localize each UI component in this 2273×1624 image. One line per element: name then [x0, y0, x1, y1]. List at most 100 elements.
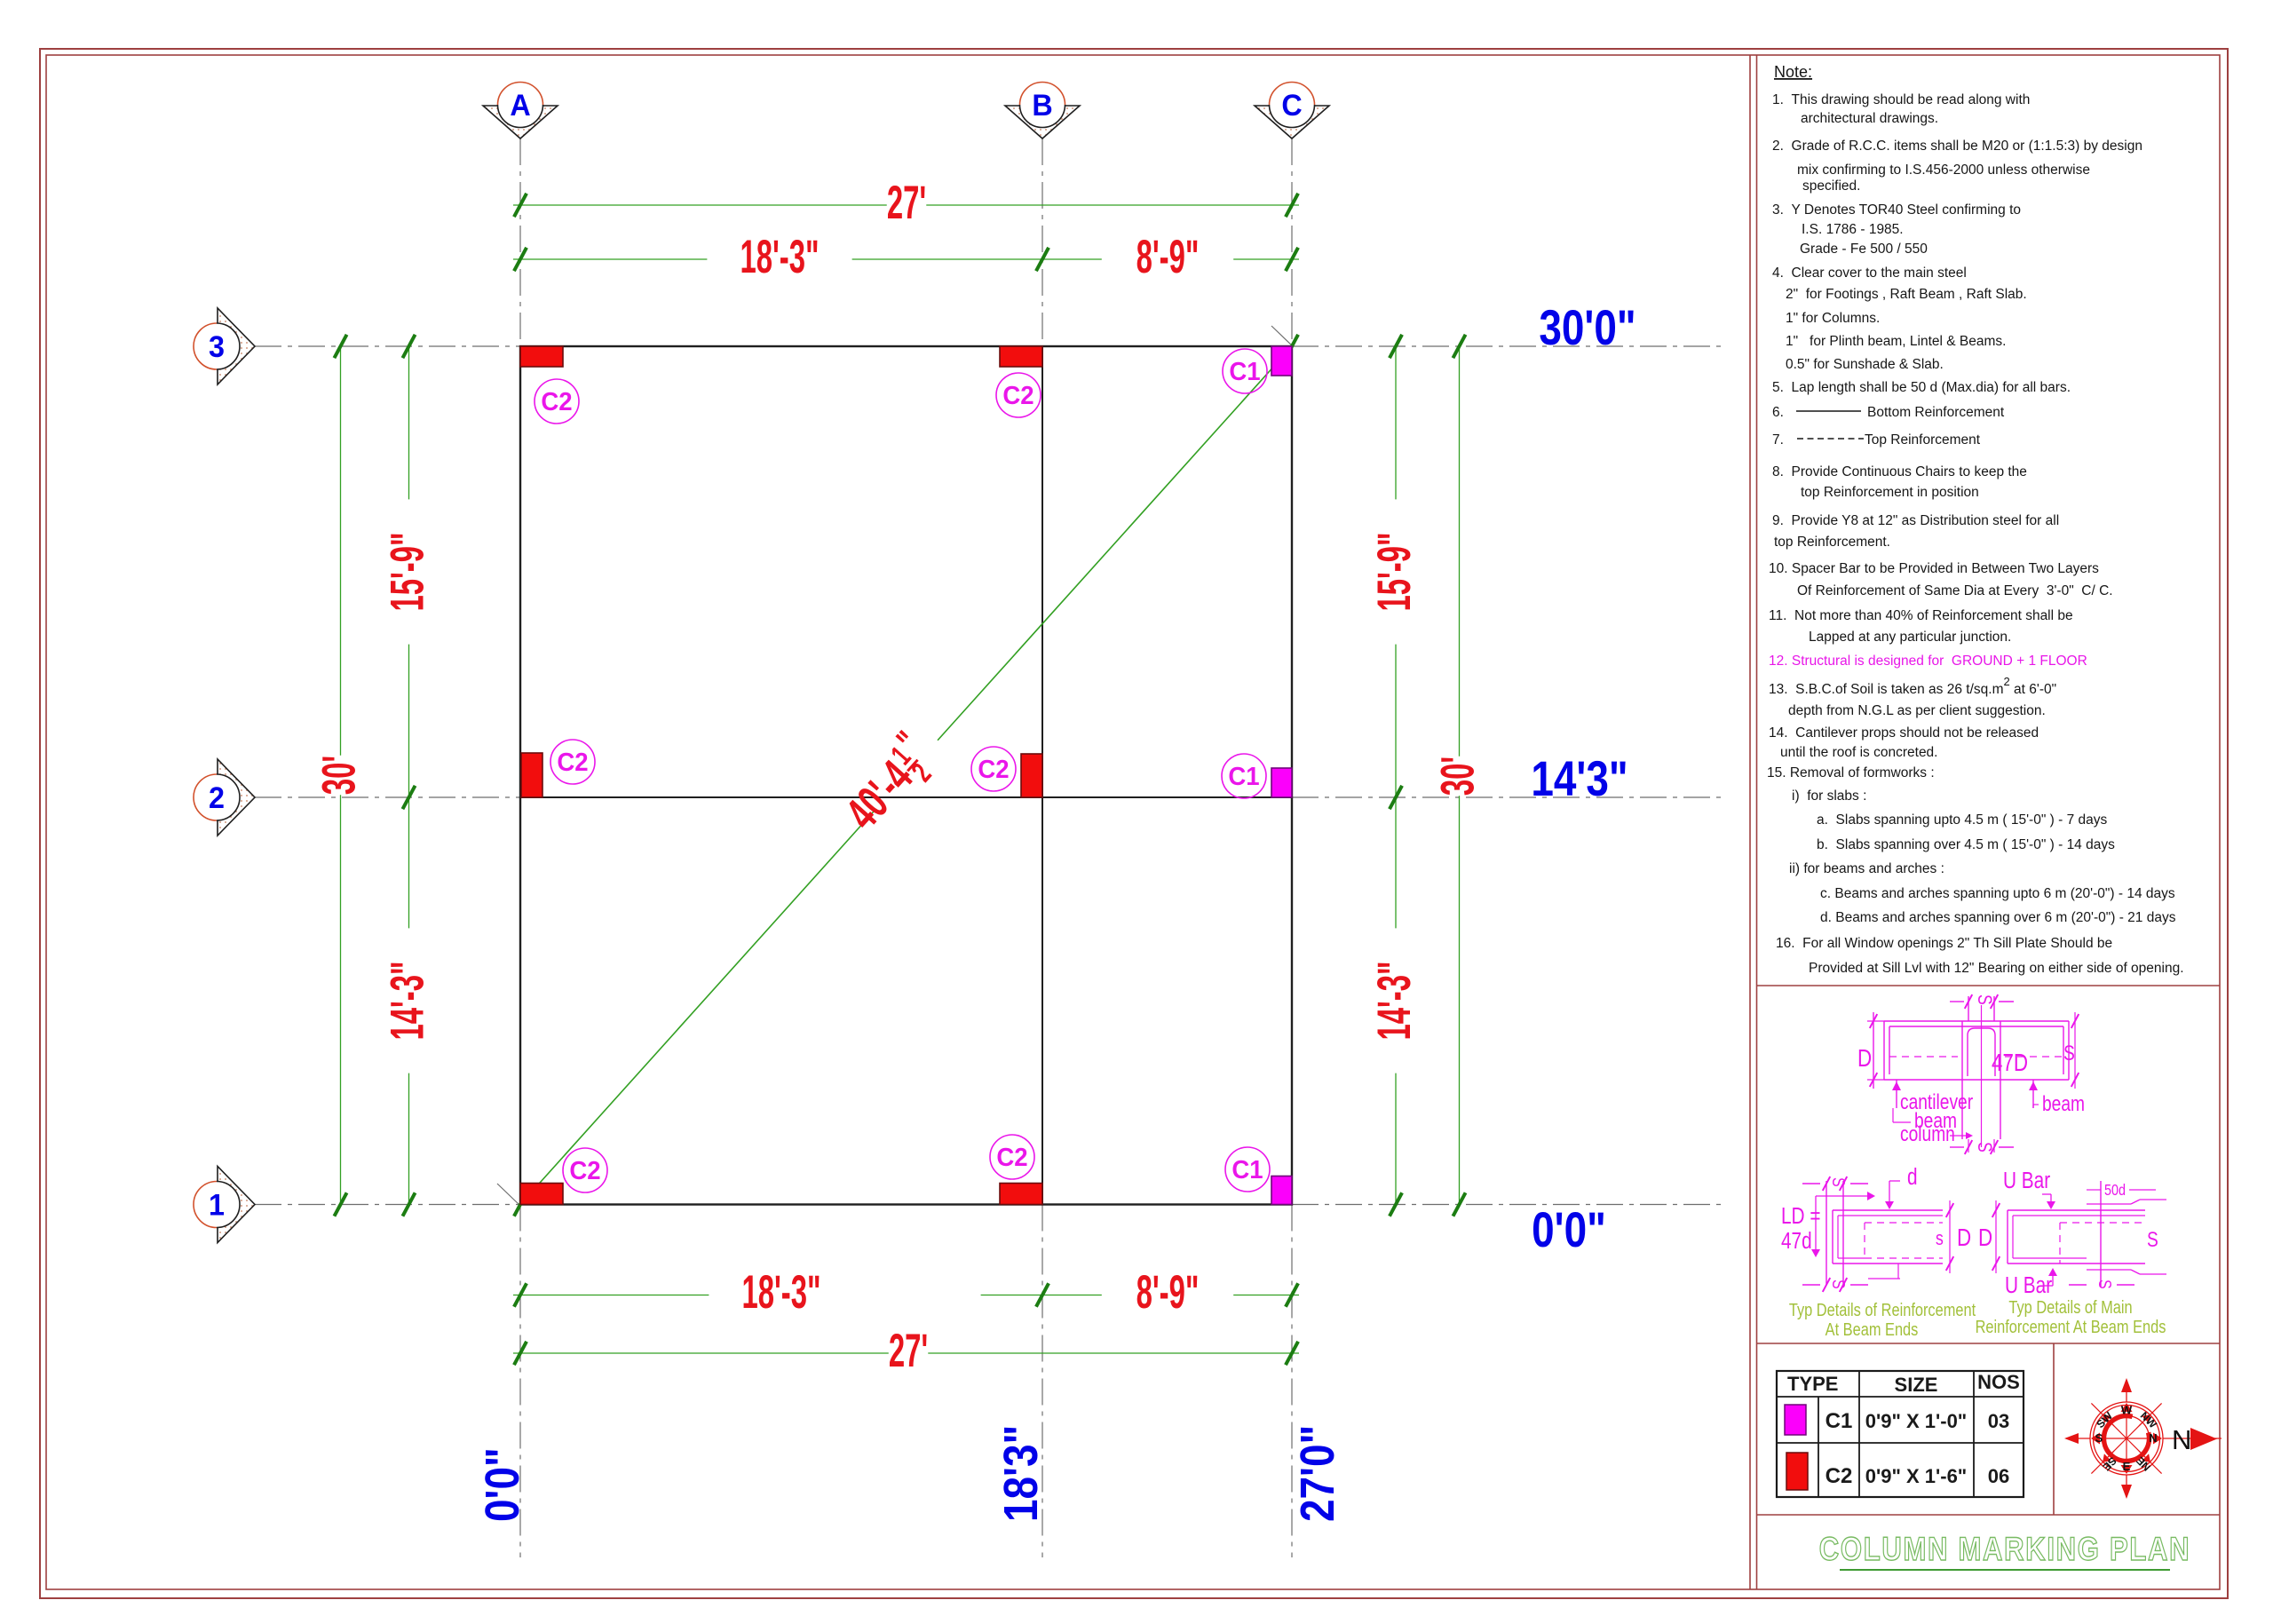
- svg-text:b. Slabs spanning over 4.5 m: b. Slabs spanning over 4.5 m ( 15'-0" ) …: [1817, 837, 2115, 852]
- svg-text:30': 30': [313, 756, 366, 795]
- svg-text:10. Spacer Bar to be Provided: 10. Spacer Bar to be Provided in Between…: [1769, 561, 2099, 576]
- svg-text:1. This drawing should be rea: 1. This drawing should be read along wit…: [1772, 92, 2030, 107]
- svg-text:14. Cantilever props should n: 14. Cantilever props should not be relea…: [1769, 725, 2039, 741]
- svg-text:column: column: [1900, 1121, 1955, 1146]
- svg-text:architectural drawings.: architectural drawings.: [1801, 111, 1938, 126]
- svg-text:12. Structural is designed for: 12. Structural is designed for GROUND + …: [1769, 654, 2087, 669]
- svg-text:27': 27': [889, 1325, 928, 1377]
- svg-text:E: E: [2123, 1460, 2131, 1473]
- svg-text:beam: beam: [1914, 1108, 1957, 1133]
- svg-text:top Reinforcement in position: top Reinforcement in position: [1801, 485, 1979, 500]
- svg-text:4. Clear cover to the main st: 4. Clear cover to the main steel: [1772, 265, 1967, 281]
- svg-text:06: 06: [1988, 1465, 2009, 1487]
- svg-text:SIZE: SIZE: [1895, 1374, 1938, 1396]
- svg-text:15. Removal of formworks :: 15. Removal of formworks :: [1767, 765, 1935, 780]
- svg-text:0'9" X 1'-0": 0'9" X 1'-0": [1865, 1410, 1968, 1432]
- svg-text:C1: C1: [1228, 761, 1259, 790]
- svg-text:D: D: [1857, 1045, 1872, 1073]
- svg-text:mix confirming to I.S.456-2000: mix confirming to I.S.456-2000 unless ot…: [1797, 162, 2090, 178]
- svg-text:C1: C1: [1229, 356, 1260, 385]
- svg-text:1" for Plinth beam, Lintel &: 1" for Plinth beam, Lintel & Beams.: [1786, 334, 2006, 349]
- svg-text:B: B: [1032, 89, 1052, 123]
- svg-text:C1: C1: [1826, 1409, 1853, 1433]
- svg-text:A: A: [510, 89, 530, 123]
- svg-text:Grade - Fe 500 / 550: Grade - Fe 500 / 550: [1800, 242, 1928, 257]
- svg-text:C2: C2: [996, 1142, 1027, 1171]
- svg-text:D: D: [1978, 1224, 1992, 1252]
- svg-text:0'0": 0'0": [1532, 1202, 1606, 1257]
- svg-text:C2: C2: [557, 747, 588, 776]
- svg-text:27'0": 27'0": [1291, 1425, 1344, 1522]
- svg-text:C2: C2: [541, 386, 572, 416]
- svg-text:a. Slabs spanning upto 4.5 m: a. Slabs spanning upto 4.5 m ( 15'-0" ) …: [1817, 812, 2107, 828]
- svg-text:C2: C2: [978, 754, 1009, 783]
- svg-text:27': 27': [887, 177, 926, 229]
- svg-text:30': 30': [1432, 757, 1485, 796]
- svg-text:9. Provide Y8 at 12" as Distr: 9. Provide Y8 at 12" as Distribution ste…: [1772, 513, 2059, 528]
- svg-text:14'-3": 14'-3": [382, 961, 434, 1040]
- svg-text:5. Lap length shall be 50 d (: 5. Lap length shall be 50 d (Max.dia) fo…: [1772, 380, 2071, 395]
- svg-text:c. Beams and arches spanning u: c. Beams and arches spanning upto 6 m (2…: [1820, 886, 2175, 901]
- svg-text:S: S: [1973, 1142, 1994, 1153]
- svg-text:47d: 47d: [1781, 1228, 1812, 1254]
- svg-text:beam: beam: [2042, 1091, 2085, 1116]
- svg-text:2" for Footings , Raft Beam ,: 2" for Footings , Raft Beam , Raft Slab.: [1786, 287, 2027, 302]
- svg-text:Provided at Sill Lvl with 12": Provided at Sill Lvl with 12" Bearing on…: [1809, 961, 2184, 976]
- svg-text:D: D: [1957, 1224, 1971, 1252]
- svg-text:18'-3": 18'-3": [740, 231, 819, 283]
- svg-text:1: 1: [209, 1189, 225, 1223]
- svg-text:U Bar: U Bar: [2003, 1168, 2050, 1193]
- svg-text:Lapped at any particular junct: Lapped at any particular junction.: [1809, 630, 2011, 645]
- svg-text:LD =: LD =: [1781, 1203, 1821, 1229]
- svg-text:15'-9": 15'-9": [1368, 532, 1421, 611]
- svg-text:U Bar: U Bar: [2005, 1272, 2052, 1298]
- svg-text:8. Provide Continuous Chairs: 8. Provide Continuous Chairs to keep the: [1772, 464, 2027, 479]
- svg-text:top Reinforcement.: top Reinforcement.: [1774, 535, 1890, 550]
- svg-text:d. Beams and arches spanning o: d. Beams and arches spanning over 6 m (2…: [1820, 910, 2176, 925]
- svg-text:N: N: [2149, 1431, 2157, 1445]
- svg-text:C1: C1: [1232, 1154, 1263, 1184]
- svg-text:30'0": 30'0": [1539, 300, 1635, 355]
- svg-text:Reinforcement At Beam Ends: Reinforcement At Beam Ends: [1976, 1316, 2166, 1336]
- svg-text:C: C: [1281, 89, 1302, 123]
- svg-text:2. Grade of R.C.C. items shal: 2. Grade of R.C.C. items shall be M20 or…: [1772, 139, 2142, 154]
- svg-text:S: S: [2095, 1279, 2115, 1289]
- svg-text:S: S: [1829, 1177, 1849, 1187]
- svg-text:7.: 7.: [1772, 432, 1784, 448]
- svg-text:Note:: Note:: [1774, 63, 1812, 81]
- svg-text:until the roof is concreted.: until the roof is concreted.: [1780, 745, 1938, 760]
- svg-text:S: S: [2063, 1041, 2075, 1066]
- svg-text:14'3": 14'3": [1531, 751, 1628, 806]
- svg-text:Top Reinforcement: Top Reinforcement: [1865, 432, 1981, 448]
- svg-text:50d: 50d: [2104, 1182, 2126, 1200]
- svg-text:47D: 47D: [1992, 1050, 2028, 1077]
- svg-text:Typ Details of Reinforcement: Typ Details of Reinforcement: [1789, 1299, 1976, 1319]
- svg-text:W: W: [2121, 1404, 2133, 1417]
- svg-text:C2: C2: [569, 1155, 600, 1184]
- svg-text:specified.: specified.: [1802, 178, 1860, 194]
- svg-text:Bottom Reinforcement: Bottom Reinforcement: [1867, 405, 2005, 420]
- svg-text:11. Not more than 40% of Rein: 11. Not more than 40% of Reinforcement s…: [1769, 608, 2073, 623]
- svg-text:0.5" for Sunshade & Slab.: 0.5" for Sunshade & Slab.: [1786, 357, 1944, 372]
- svg-text:2: 2: [209, 781, 225, 815]
- svg-text:3. Y Denotes TOR40 Steel conf: 3. Y Denotes TOR40 Steel confirming to: [1772, 202, 2021, 218]
- svg-text:8'-9": 8'-9": [1136, 1266, 1200, 1319]
- svg-text:TYPE: TYPE: [1787, 1373, 1838, 1395]
- svg-text:s: s: [1936, 1228, 1944, 1249]
- svg-text:NOS: NOS: [1977, 1371, 2020, 1393]
- svg-text:6.: 6.: [1772, 405, 1784, 420]
- svg-text:S: S: [2095, 1431, 2103, 1445]
- svg-text:N: N: [2172, 1424, 2191, 1455]
- svg-text:15'-9": 15'-9": [382, 532, 434, 611]
- svg-text:18'3": 18'3": [994, 1425, 1048, 1522]
- svg-text:S: S: [1829, 1279, 1849, 1289]
- svg-text:Typ Details of Main: Typ Details of Main: [2008, 1296, 2132, 1317]
- svg-text:18'-3": 18'-3": [741, 1266, 820, 1319]
- svg-text:C2: C2: [1826, 1464, 1853, 1488]
- svg-text:COLUMN MARKING PLAN: COLUMN MARKING PLAN: [1819, 1532, 2191, 1568]
- svg-text:0'0": 0'0": [476, 1447, 529, 1522]
- svg-text:C2: C2: [1002, 380, 1034, 409]
- svg-text:Of Reinforcement of Same Dia a: Of Reinforcement of Same Dia at Every 3'…: [1797, 583, 2113, 598]
- svg-text:S: S: [2147, 1227, 2158, 1252]
- svg-text:I.S. 1786 - 1985.: I.S. 1786 - 1985.: [1802, 222, 1904, 237]
